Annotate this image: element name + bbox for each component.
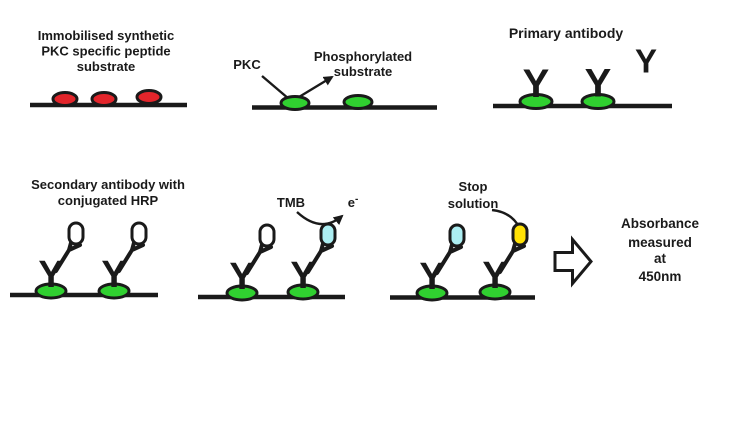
stopped-product-icon: [511, 222, 529, 247]
step4-secondary-antibody-hrp: Secondary antibody with conjugated HRP: [10, 177, 185, 300]
phospho-substrate-oval: [342, 94, 374, 110]
antibody-hrp-complex: [97, 237, 145, 300]
phospho-substrate-oval: [580, 93, 616, 110]
result-line2: measured: [628, 235, 692, 250]
result-block-arrow-icon: [553, 235, 593, 288]
step6-stop-solution: Stop solution: [390, 179, 535, 302]
antibody-hrp-complex: [478, 238, 526, 301]
antibody-hrp-complex: [225, 239, 273, 302]
electron-base: e: [348, 195, 355, 210]
result-line1: Absorbance: [621, 216, 700, 231]
step1-title-line1: Immobilised synthetic: [38, 28, 175, 43]
electron-superscript: -: [355, 194, 358, 205]
antibody-hrp-complex: [286, 238, 334, 301]
peptide-substrate-oval: [135, 89, 163, 105]
electron-label: e-: [348, 194, 359, 210]
step5-tmb-reaction: TMB e-: [198, 194, 359, 302]
primary-antibody-icon: Y: [585, 62, 612, 106]
peptide-substrate-oval: [90, 91, 118, 107]
antibody-hrp-complex: [34, 237, 82, 300]
step6-title-line2: solution: [448, 196, 499, 211]
tmb-electron-arrow-icon: [296, 211, 344, 226]
free-antibody-icon: Y: [635, 43, 657, 80]
result-line4: 450nm: [639, 269, 682, 284]
tmb-product-icon: [448, 223, 466, 248]
step3-primary-antibody: Primary antibody Y Y Y: [493, 25, 672, 110]
step1-title-line3: substrate: [77, 59, 136, 74]
tmb-product-icon: [319, 222, 337, 247]
result-readout: Absorbance measured at 450nm: [553, 216, 700, 288]
step3-title: Primary antibody: [509, 25, 624, 41]
pkc-enzyme-label: PKC: [233, 57, 261, 72]
step1-immobilised-substrate: Immobilised synthetic PKC specific pepti…: [30, 28, 187, 108]
phosphorylation-arrow-icon: [298, 75, 334, 99]
antibody-hrp-complex: [415, 239, 463, 302]
phospho-substrate-oval: [518, 93, 554, 110]
peptide-substrate-oval: [51, 91, 79, 107]
hrp-enzyme-icon: [130, 221, 148, 246]
tmb-label: TMB: [277, 195, 305, 210]
step2-product-line2: substrate: [334, 64, 393, 79]
step2-phosphorylation: PKC Phosphorylated substrate: [233, 49, 437, 111]
result-line3: at: [654, 251, 667, 266]
pkc-action-line: [261, 75, 290, 100]
hrp-enzyme-icon: [67, 221, 85, 246]
step2-product-line1: Phosphorylated: [314, 49, 412, 64]
step4-title-line2: conjugated HRP: [58, 193, 159, 208]
phospho-substrate-oval: [279, 95, 311, 111]
step4-title-line1: Secondary antibody with: [31, 177, 185, 192]
step1-title-line2: PKC specific peptide: [41, 44, 170, 59]
primary-antibody-icon: Y: [523, 62, 550, 106]
hrp-enzyme-icon: [258, 223, 276, 248]
step6-title-line1: Stop: [459, 179, 488, 194]
